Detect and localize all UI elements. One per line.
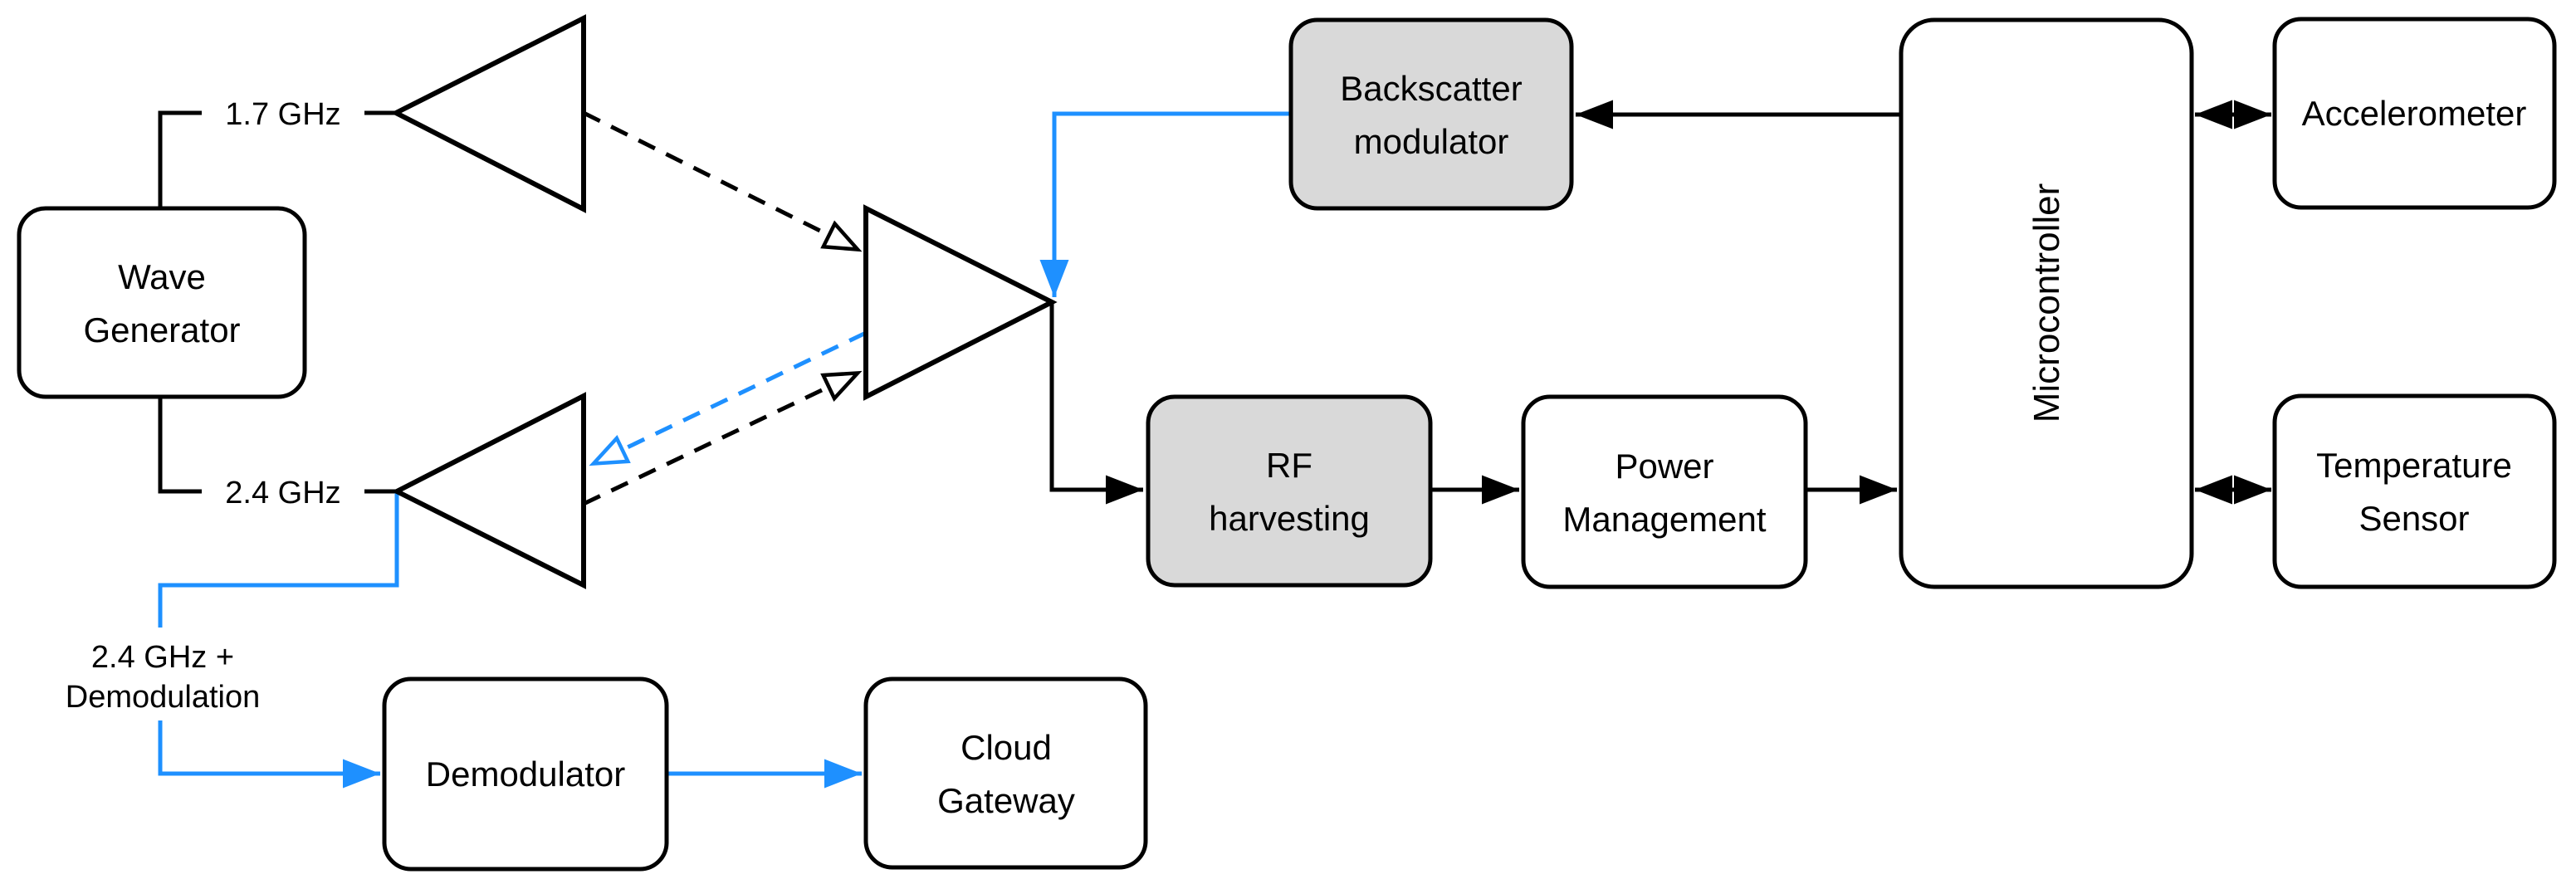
backscatter-modulator-box: Backscatter modulator xyxy=(1288,17,1574,211)
antenna-1.7ghz-icon xyxy=(390,14,586,213)
temperature-sensor-label-line2: Sensor xyxy=(2358,499,2469,538)
wire-labels: 1.7 GHz 2.4 GHz 2.4 GHz + Demodulation xyxy=(48,91,364,720)
antenna-2.4ghz-icon xyxy=(391,392,586,589)
rf-links xyxy=(582,110,868,506)
demodulation-label-line2: Demodulation xyxy=(66,680,260,715)
accelerometer-label: Accelerometer xyxy=(2302,94,2527,133)
power-management-label-line2: Management xyxy=(1562,500,1766,539)
demodulator-box: Demodulator xyxy=(382,676,669,872)
antenna-tag-icon xyxy=(863,204,1058,401)
wire-backscatter-to-antenna3 xyxy=(1039,111,1291,297)
wave-generator-label-line1: Wave xyxy=(118,257,206,296)
rf-harvesting-label-line2: harvesting xyxy=(1209,499,1370,538)
cloud-gateway-label-line1: Cloud xyxy=(961,728,1052,767)
rf-link-antenna2-to-antenna3 xyxy=(582,370,863,506)
backscatter-label-line1: Backscatter xyxy=(1340,69,1522,108)
freq-bottom-label-bg xyxy=(202,470,364,513)
cloud-gateway-box: Cloud Gateway xyxy=(863,676,1148,870)
freq-top-label: 1.7 GHz xyxy=(225,97,340,132)
wire-antenna2-to-demodulator xyxy=(158,491,399,789)
rf-harvesting-label-line1: RF xyxy=(1266,446,1312,485)
rf-link-antenna1-to-antenna3 xyxy=(582,110,863,252)
cloud-gateway-label-line2: Gateway xyxy=(937,781,1075,820)
demodulator-label: Demodulator xyxy=(426,755,625,794)
rf-link-antenna3-to-antenna2 xyxy=(589,330,868,466)
temperature-sensor-box: Temperature Sensor xyxy=(2272,393,2557,589)
wire-antenna3-to-rf-harvesting xyxy=(1049,302,1143,505)
power-management-box: Power Management xyxy=(1521,394,1808,589)
rf-harvesting-box: RF harvesting xyxy=(1146,394,1433,588)
demodulation-label-line1: 2.4 GHz + xyxy=(91,640,234,675)
wave-generator-box: Wave Generator xyxy=(17,206,307,399)
antennas xyxy=(390,14,1058,589)
accelerometer-box: Accelerometer xyxy=(2272,17,2557,210)
demodulation-label-bg xyxy=(48,628,277,720)
wave-generator-label-line2: Generator xyxy=(83,310,240,349)
wires-blue xyxy=(158,111,1291,789)
backscatter-label-line2: modulator xyxy=(1354,122,1509,161)
freq-top-label-bg xyxy=(202,91,364,134)
microcontroller-box: Microcontroller xyxy=(1899,17,2194,589)
power-management-label-line1: Power xyxy=(1615,447,1713,486)
microcontroller-label: Microcontroller xyxy=(2026,183,2067,423)
temperature-sensor-label-line1: Temperature xyxy=(2316,446,2512,485)
freq-bottom-label: 2.4 GHz xyxy=(225,476,340,510)
